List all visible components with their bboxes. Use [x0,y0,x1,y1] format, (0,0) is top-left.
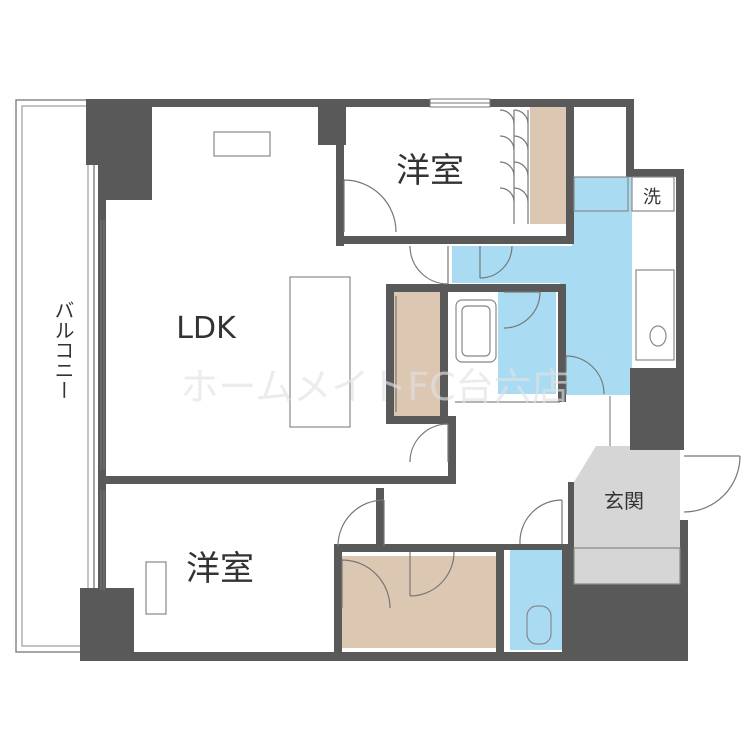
room-label-entrance: 玄関 [604,489,644,513]
laundry-space [631,176,675,212]
balcony [15,99,95,653]
bathroom-floor [498,286,556,394]
doors [337,109,741,609]
room-label-western-bottom: 洋室 [186,549,254,589]
closet-top [530,106,566,224]
toilet-bowl [526,605,552,645]
sink [649,325,667,347]
room-label-western-top: 洋室 [396,151,464,191]
closet-middle [394,292,440,417]
room-label-laundry: 洗 [643,187,661,208]
bathtub [455,299,497,363]
tv-stand [213,131,271,157]
walls [80,99,688,661]
floor-zones [342,106,680,650]
entrance-floor [574,446,680,584]
wardrobe-bottom [145,561,167,615]
toilet-floor [510,550,562,650]
watermark: ホームメイトFC台六店 [180,365,569,409]
room-label-ldk: LDK [176,311,237,346]
bathtub-inner [461,305,491,357]
upper-shelf [573,176,629,212]
washroom-floor [452,177,632,395]
room-label-balcony: バルコニー [51,300,75,400]
windows [100,98,491,590]
entrance-shoebox [573,547,681,585]
closet-bottom [342,556,496,648]
fixtures [145,131,681,645]
kitchen-counter [289,276,351,428]
washstand [635,269,675,361]
